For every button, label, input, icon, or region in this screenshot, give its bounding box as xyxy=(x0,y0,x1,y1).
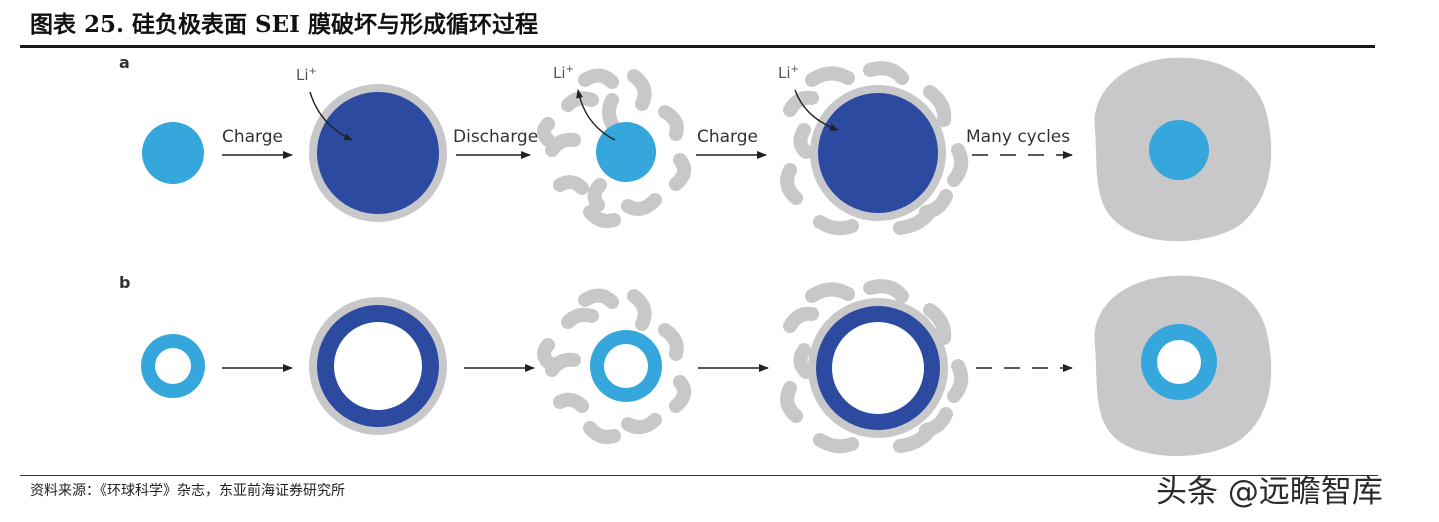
watermark: 头条 @远瞻智库 xyxy=(1156,474,1383,510)
a-sei-fragments-1 xyxy=(537,68,692,228)
a-step-label-many-cycles: Many cycles xyxy=(966,127,1070,147)
a-lithiated-silicon-2 xyxy=(818,93,938,213)
panel-label-a: a xyxy=(119,53,130,72)
title-divider xyxy=(20,45,1375,48)
li-ion-label-2: Li+ xyxy=(553,64,574,82)
b-sei-fragments-2 xyxy=(780,279,969,454)
li-ion-label-1: Li+ xyxy=(296,66,317,84)
a-lithiated-silicon-1 xyxy=(317,92,439,214)
li-ion-path-1 xyxy=(309,91,353,141)
li-ion-path-2 xyxy=(576,89,616,141)
a-step-label-discharge: Discharge xyxy=(453,127,538,147)
panel-label-b: b xyxy=(119,273,130,292)
a-delithiated-silicon xyxy=(596,122,656,182)
li-ion-label-3: Li+ xyxy=(778,64,799,82)
source-note: 资料来源：《环球科学》杂志，东亚前海证券研究所 xyxy=(30,483,345,499)
b-sei-fragments-1 xyxy=(537,288,692,444)
a-final-silicon xyxy=(1149,120,1209,180)
a-sei-fragments-2 xyxy=(780,61,969,236)
figure-title: 图表 25. 硅负极表面 SEI 膜破坏与形成循环过程 xyxy=(30,11,538,38)
a-step-label-charge-2: Charge xyxy=(697,127,758,147)
a-pristine-silicon xyxy=(142,122,204,184)
a-step-label-charge-1: Charge xyxy=(222,127,283,147)
footer-divider xyxy=(20,475,1378,476)
li-ion-path-3 xyxy=(794,89,839,131)
